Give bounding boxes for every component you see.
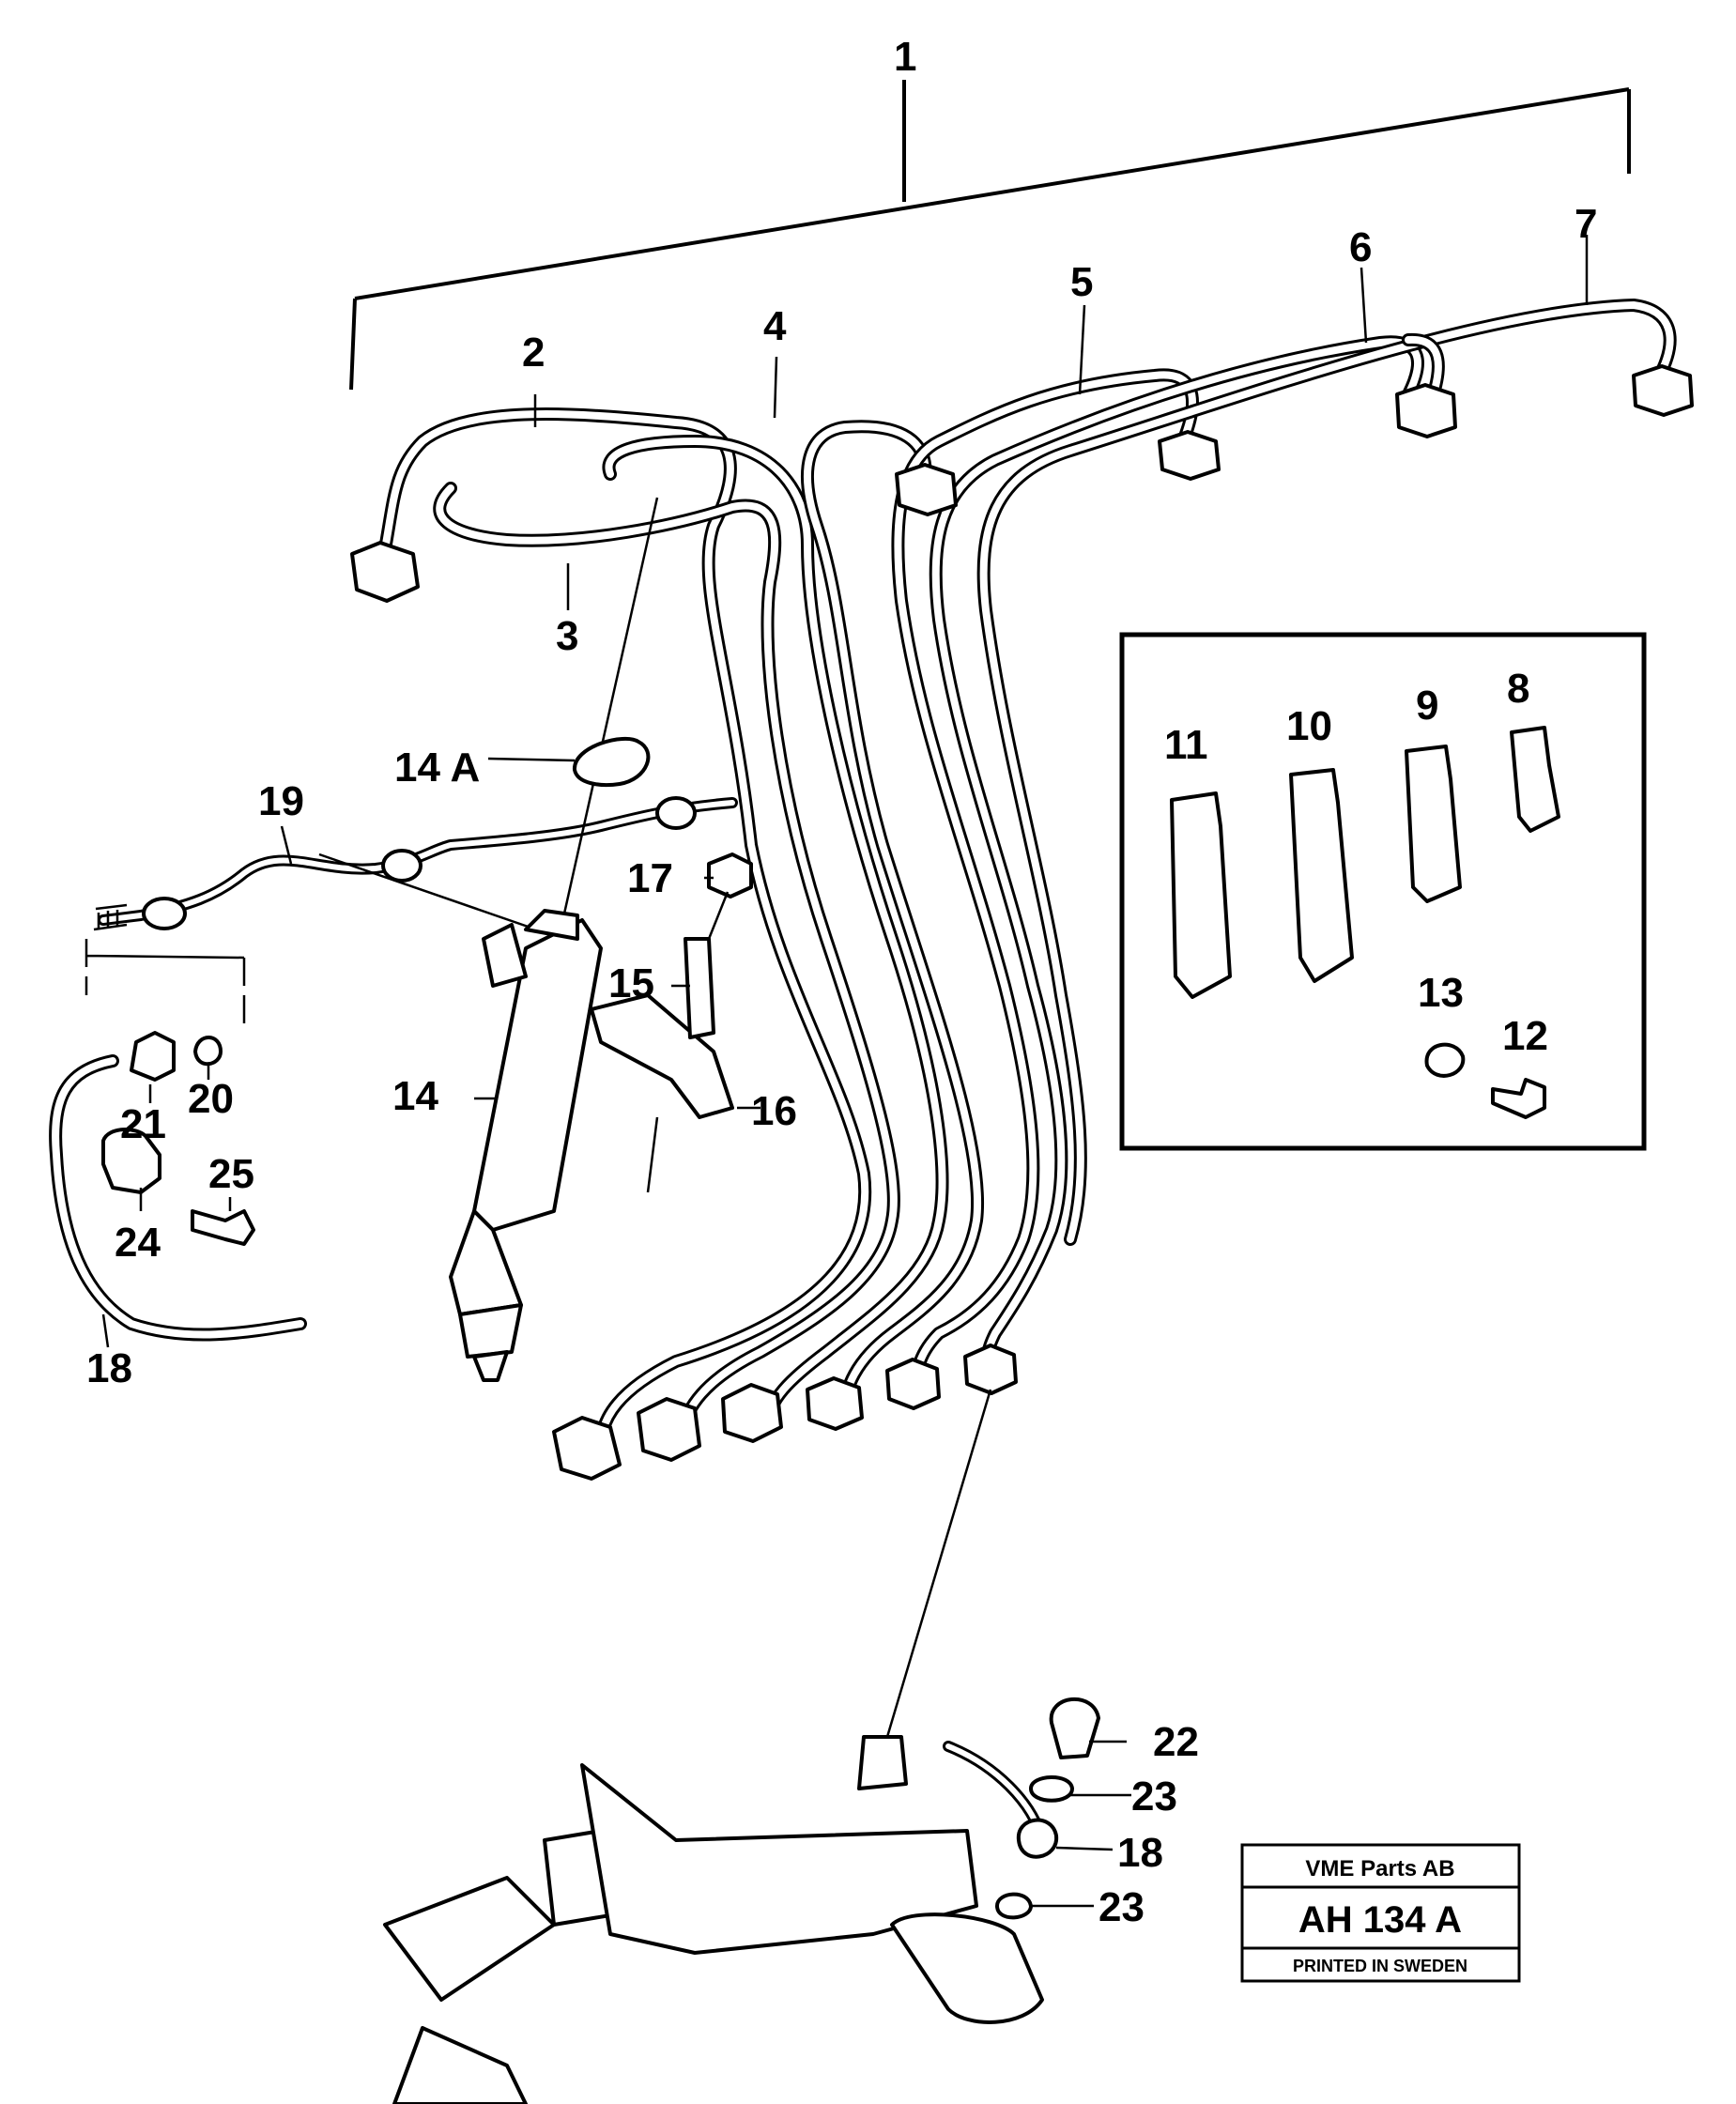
callout-22: 22	[1153, 1719, 1199, 1765]
callout-8: 8	[1507, 666, 1529, 712]
title-block: VME Parts AB AH 134 A PRINTED IN SWEDEN	[1240, 1843, 1521, 1983]
clamp-24	[101, 1128, 161, 1194]
nut-top-7	[1632, 364, 1694, 417]
callouts: 1 2 3 4 5 6 7 8 9 10 11 12 13 14 14 A 15…	[86, 34, 1597, 1930]
nut-bottom-5	[885, 1358, 941, 1410]
nut-top-4	[895, 463, 958, 516]
nut-bottom-3	[721, 1383, 783, 1443]
return-pipe	[49, 1054, 307, 1342]
callout-19: 19	[258, 778, 304, 824]
washer-23a	[1029, 1775, 1074, 1803]
callout-2: 2	[522, 330, 545, 376]
callout-12: 12	[1502, 1013, 1548, 1059]
injector-assembly	[318, 497, 753, 1382]
clip-11	[1170, 791, 1232, 999]
clip-8	[1510, 726, 1560, 833]
pump-outlet	[857, 1735, 908, 1790]
clamp-16	[590, 993, 734, 1119]
pump-area	[383, 1389, 1100, 2104]
callout-7: 7	[1575, 201, 1597, 247]
nut-top-2	[350, 541, 420, 603]
nut-top-5	[1158, 430, 1221, 481]
callout-10: 10	[1286, 703, 1332, 749]
seal-14a	[573, 736, 651, 788]
clip-inset	[1119, 632, 1647, 1151]
callout-5: 5	[1070, 259, 1093, 305]
assembly-bracket	[349, 80, 1631, 391]
nut-bottom-2	[637, 1397, 701, 1462]
callout-23-top: 23	[1131, 1774, 1177, 1820]
inlet-connector	[482, 923, 528, 988]
drawing-number: AH 134 A	[1298, 1899, 1462, 1941]
clip-10	[1289, 768, 1354, 983]
callout-16: 16	[751, 1088, 797, 1134]
screw-25	[191, 1209, 255, 1246]
leader-lines	[101, 235, 1589, 1908]
callout-4: 4	[763, 303, 787, 349]
nut-bottom-6	[963, 1344, 1018, 1395]
callout-20: 20	[188, 1076, 234, 1122]
nut-bottom-4	[806, 1376, 864, 1431]
callout-3: 3	[556, 613, 578, 659]
delivery-pipes	[378, 299, 1677, 1452]
callout-24: 24	[115, 1220, 161, 1266]
callout-13: 13	[1418, 970, 1464, 1016]
seal-20	[193, 1036, 223, 1067]
callout-6: 6	[1349, 224, 1372, 270]
nut-top-6	[1395, 383, 1457, 438]
small-fittings	[101, 1031, 255, 1246]
nut-17	[707, 852, 753, 898]
nut-bottom-1	[552, 1416, 622, 1481]
callout-23-bottom: 23	[1098, 1884, 1145, 1930]
callout-18-right: 18	[1117, 1830, 1163, 1876]
washer-23b	[995, 1892, 1033, 1920]
banjo-bolt-22	[1049, 1697, 1100, 1759]
bottom-union-nuts	[552, 1344, 1018, 1481]
washer-13	[1424, 1042, 1466, 1078]
nut-21	[130, 1031, 176, 1082]
leak-off-pipe	[84, 796, 738, 1023]
callout-15: 15	[608, 960, 654, 1006]
callout-21: 21	[120, 1101, 166, 1147]
clip-9	[1405, 745, 1462, 903]
bolt-12	[1491, 1078, 1546, 1119]
top-union-nuts	[350, 364, 1694, 603]
callout-11: 11	[1164, 722, 1208, 768]
callout-1: 1	[894, 34, 916, 80]
callout-14a: 14 A	[394, 745, 480, 791]
stud-15	[684, 937, 715, 1039]
callout-25: 25	[208, 1151, 254, 1197]
callout-14: 14	[392, 1073, 438, 1119]
callout-9: 9	[1416, 683, 1438, 729]
company-name: VME Parts AB	[1305, 1856, 1454, 1881]
banjo-18	[1016, 1818, 1059, 1859]
callout-17: 17	[627, 855, 673, 901]
callout-18-left: 18	[86, 1345, 132, 1391]
printed-note: PRINTED IN SWEDEN	[1293, 1957, 1467, 1975]
